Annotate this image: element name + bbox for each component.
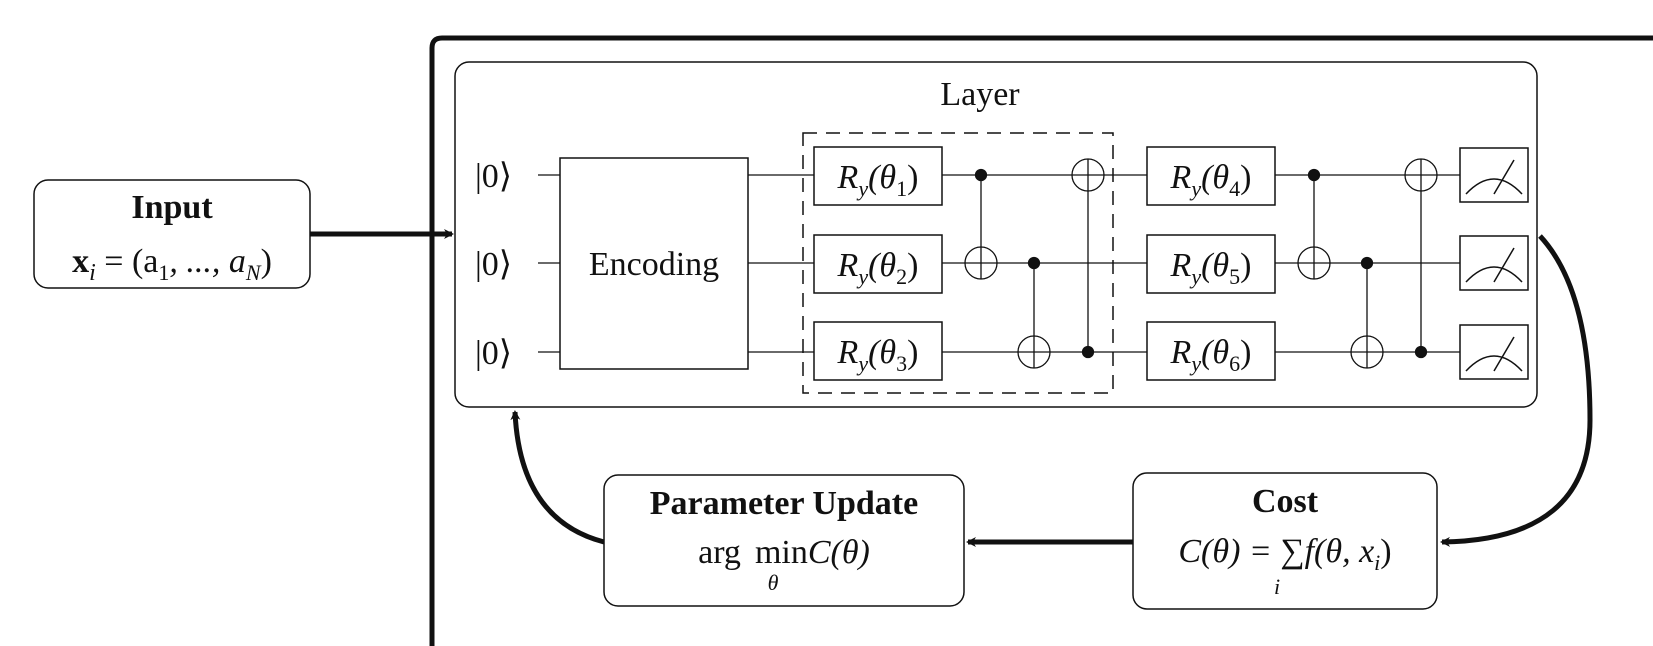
svg-text:Ry(θ6): Ry(θ6): [1170, 334, 1252, 376]
layer-box: [454, 61, 1538, 408]
cost-box: Cost C(θ) = ∑f(θ, xi) i: [1132, 472, 1438, 610]
measure-to-cost-arrow: [1440, 234, 1593, 547]
svg-text:Ry(θ4): Ry(θ4): [1170, 159, 1252, 201]
cost-sum-index: i: [1274, 574, 1280, 599]
layer-title: Layer: [940, 76, 1020, 113]
svg-text:Ry(θ5): Ry(θ5): [1170, 247, 1252, 289]
input-formula: xi = (a1, ..., aN): [72, 243, 272, 286]
meter-icon: [1459, 147, 1529, 203]
svg-text:Ry(θ3): Ry(θ3): [837, 334, 919, 376]
svg-text:Ry(θ1): Ry(θ1): [837, 159, 919, 201]
ry-gate-4: Ry(θ4): [1146, 146, 1276, 206]
update-to-layer-arrow: [510, 410, 605, 545]
qubit-label-1: |0⟩: [475, 246, 512, 283]
qubit-label-0: |0⟩: [475, 158, 512, 195]
meter-icon: [1459, 235, 1529, 291]
input-title: Input: [131, 189, 213, 226]
svg-text:Ry(θ2): Ry(θ2): [837, 247, 919, 289]
qubit-label-2: |0⟩: [475, 335, 512, 372]
repeated-block: [802, 132, 1114, 394]
parameter-update-title: Parameter Update: [650, 485, 918, 522]
cost-formula: C(θ) = ∑f(θ, xi): [1178, 533, 1391, 575]
input-box: Input xi = (a1, ..., aN): [33, 179, 311, 289]
cnot-2-0-b: [1404, 158, 1438, 359]
ry-gate-2: Ry(θ2): [813, 234, 943, 294]
cnot-0-1: [964, 168, 998, 280]
cnot-1-2-b: [1350, 256, 1384, 369]
ry-gate-1: Ry(θ1): [813, 146, 943, 206]
encoding-label: Encoding: [589, 246, 719, 283]
parameter-update-min-index: θ: [768, 570, 779, 595]
cnot-1-2: [1017, 256, 1051, 369]
cost-title: Cost: [1252, 483, 1319, 520]
ry-gate-6: Ry(θ6): [1146, 321, 1276, 381]
encoding-box: [559, 157, 749, 370]
ry-gate-5: Ry(θ5): [1146, 234, 1276, 294]
cnot-2-0: [1071, 158, 1105, 359]
ry-gate-3: Ry(θ3): [813, 321, 943, 381]
outer-frame: [429, 35, 1653, 646]
meter-icon: [1459, 324, 1529, 380]
cnot-0-1-b: [1297, 168, 1331, 280]
